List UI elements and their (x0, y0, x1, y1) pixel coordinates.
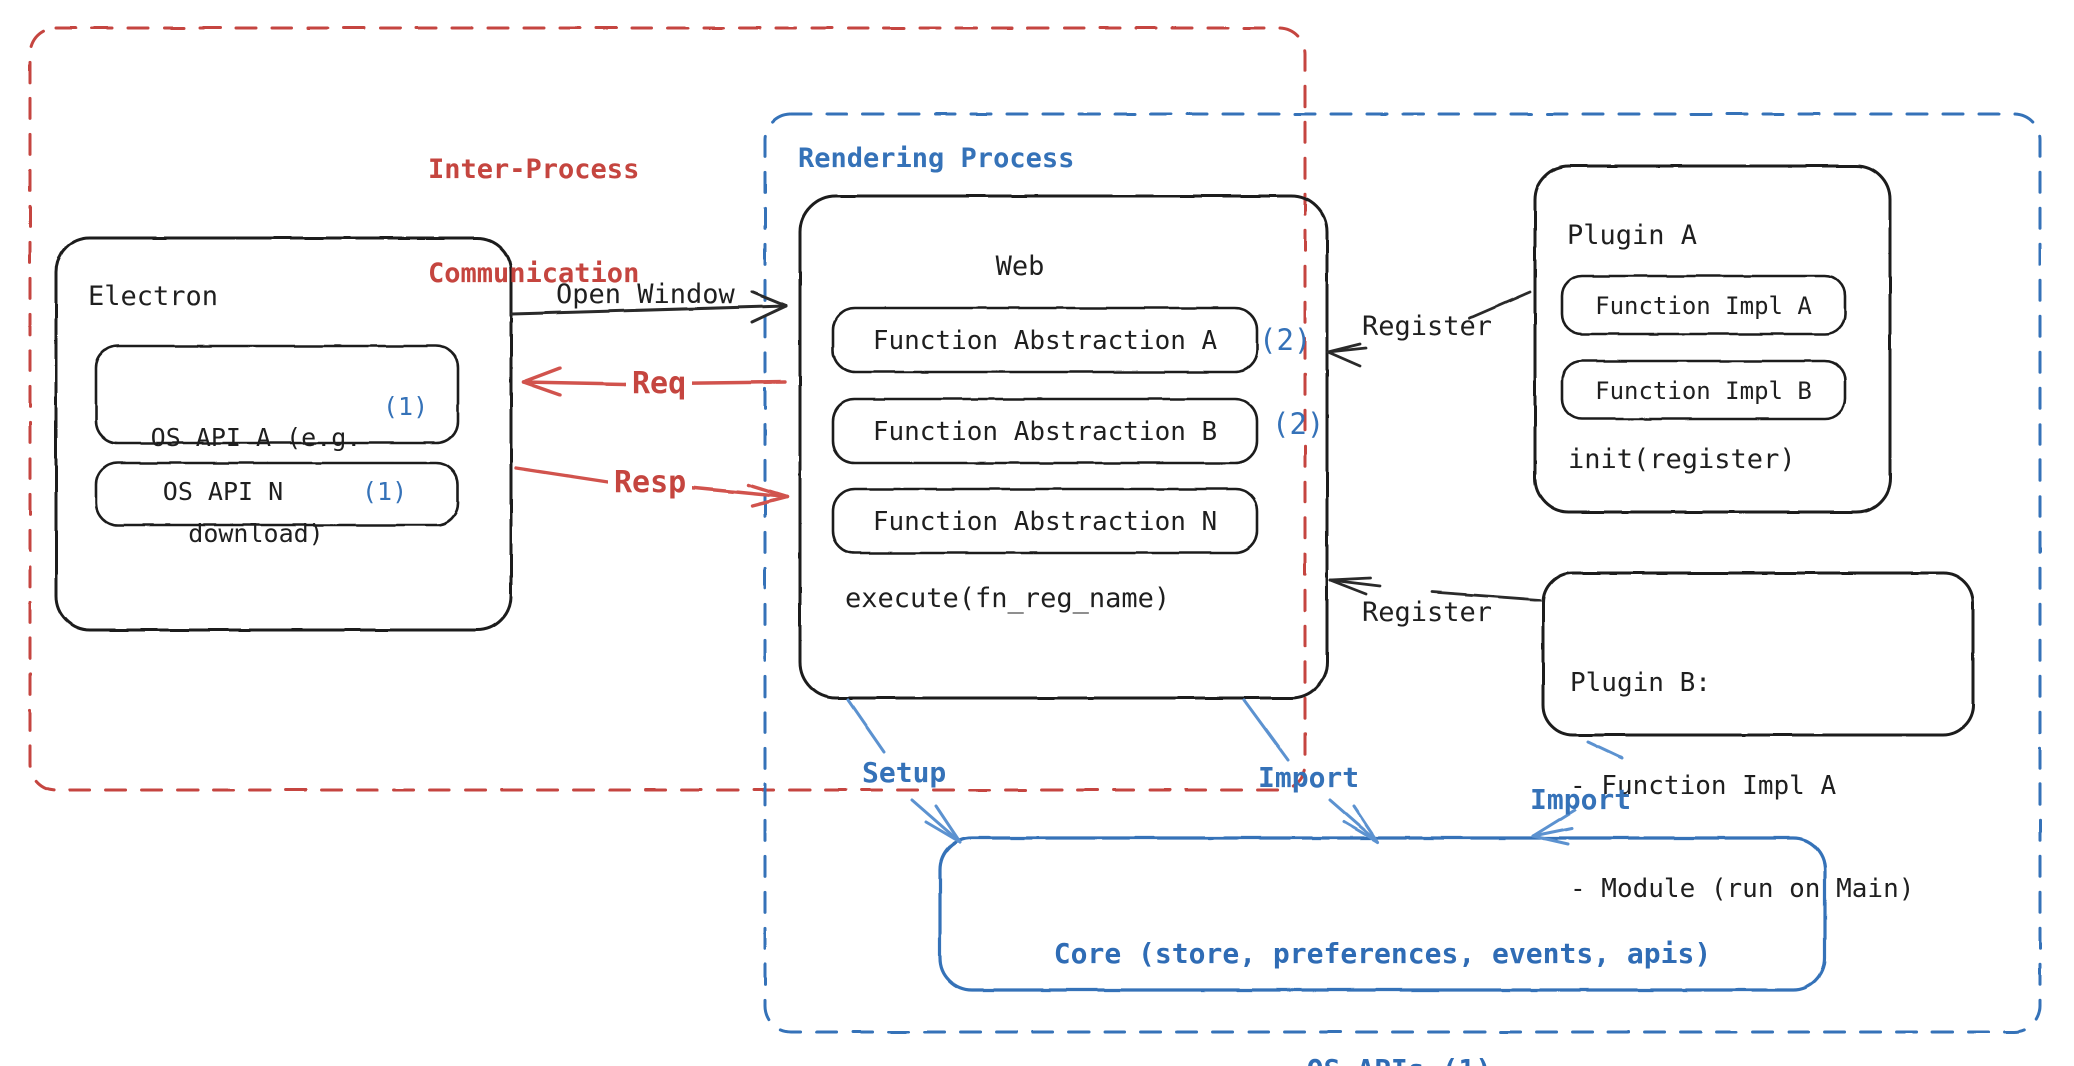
node-plugin-b-line-1: - Module (run on Main) (1570, 873, 1915, 904)
node-core-block: Core (store, preferences, events, apis) … (940, 858, 1825, 1066)
node-core-line-1: - OS APIs (1) (940, 1051, 1825, 1066)
node-core-line-0: Core (store, preferences, events, apis) (1053, 937, 1712, 971)
node-os-api-a-line2: download) (188, 519, 324, 548)
container-ipc-label: Inter-Process Communication (428, 84, 639, 360)
node-fn-abs-b-badge: (2) (1272, 407, 1325, 441)
edge-setup-label: Setup (862, 756, 947, 789)
node-os-api-n-border (94, 461, 460, 527)
node-fn-abs-b-label: Function Abstraction B (872, 417, 1218, 447)
edge-register-a-arrow (1326, 290, 1532, 368)
edge-resp-arrow (514, 466, 789, 508)
edge-import-web-label: Import (1258, 761, 1360, 794)
node-os-api-a-badge: (1) (383, 392, 429, 421)
container-rendering-label: Rendering Process (798, 143, 1075, 174)
node-electron-title: Electron (88, 281, 219, 312)
container-ipc-label-line2: Communication (428, 257, 640, 289)
edge-setup-arrow (846, 698, 962, 844)
node-fn-impl-b-border (1560, 359, 1847, 421)
edge-req-label: Req (626, 365, 693, 404)
node-os-api-n-label: OS API N (162, 477, 284, 506)
node-fn-abs-n-label: Function Abstraction N (872, 507, 1218, 537)
node-os-api-n-badge: (1) (362, 477, 408, 506)
edge-resp-label: Resp (608, 464, 693, 503)
node-fn-impl-a-label: Function Impl A (1595, 292, 1812, 320)
node-fn-abs-b-border (831, 397, 1259, 465)
edge-import-plugin-arrow (1531, 740, 1624, 846)
node-os-api-a-label: OS API A (e.g. download) (106, 358, 406, 614)
node-os-api-a-line1: OS API A (e.g. (150, 423, 362, 452)
node-fn-abs-a-badge: (2) (1259, 323, 1312, 357)
node-plugin-b-border (1541, 571, 1975, 737)
edge-register-b-label: Register (1362, 597, 1493, 628)
container-ipc-border (28, 26, 1307, 792)
node-plugin-b-line-0: - Function Impl A (1570, 770, 1837, 801)
edge-register-b-arrow (1328, 576, 1542, 602)
node-plugin-b-title: Plugin B: (1570, 667, 1711, 698)
node-plugin-b-block: Plugin B: - Function Impl A - Module (ru… (1570, 597, 1914, 974)
edge-open-window-label: Open Window (556, 279, 735, 310)
node-fn-abs-n-border (831, 487, 1259, 555)
node-web-title: Web (995, 251, 1045, 282)
node-electron-border (54, 236, 513, 632)
node-web-footer: execute(fn_reg_name) (845, 583, 1171, 614)
container-ipc-label-line1: Inter-Process (428, 154, 640, 186)
node-plugin-a-title: Plugin A (1567, 220, 1698, 251)
node-fn-abs-a-border (831, 306, 1259, 374)
edge-open-window-arrow (510, 290, 788, 324)
container-rendering-border (763, 112, 2042, 1034)
node-core-border (938, 836, 1827, 992)
node-fn-abs-a-label: Function Abstraction A (872, 326, 1218, 356)
edge-import-web-arrow (1242, 698, 1380, 844)
edge-register-a-label: Register (1362, 311, 1493, 342)
node-fn-impl-a-border (1560, 274, 1847, 336)
node-plugin-a-border (1533, 164, 1892, 514)
node-os-api-a-border (94, 344, 460, 445)
node-plugin-a-footer: init(register) (1568, 444, 1796, 475)
edge-import-plugin-label: Import (1530, 783, 1632, 816)
node-web-border (798, 194, 1329, 700)
node-fn-impl-b-label: Function Impl B (1595, 377, 1812, 405)
